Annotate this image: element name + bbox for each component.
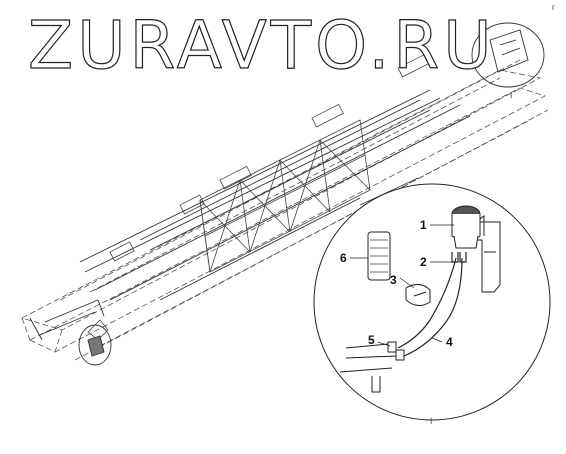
watermark-text: ZURAVTO.RU <box>28 7 496 78</box>
callout-6: 6 <box>340 251 347 265</box>
callout-3: 3 <box>390 273 397 287</box>
filter-housing <box>451 205 481 249</box>
frame-rails <box>29 89 471 341</box>
top-detail-circle <box>471 22 545 88</box>
clamp-part <box>405 284 431 306</box>
truss-section <box>199 119 371 273</box>
callout-1: 1 <box>420 218 427 232</box>
callout-4: 4 <box>446 335 453 349</box>
detail-circle <box>313 183 551 421</box>
hoses <box>397 252 467 357</box>
top-detail-marker: I <box>510 91 512 100</box>
bottom-detail-marker: I <box>430 417 432 426</box>
cross-members <box>87 53 430 341</box>
leader-line-to-detail <box>359 177 419 206</box>
left-detail-circle <box>78 324 112 366</box>
filter-element <box>367 231 391 281</box>
pipe-fittings <box>339 341 405 393</box>
corner-mark: г <box>552 3 555 12</box>
callout-leaders <box>350 224 454 347</box>
callout-2: 2 <box>420 255 427 269</box>
chassis-frame <box>20 59 549 361</box>
watermark: ZURAVTO.RU <box>28 6 496 78</box>
callout-5: 5 <box>368 333 375 347</box>
